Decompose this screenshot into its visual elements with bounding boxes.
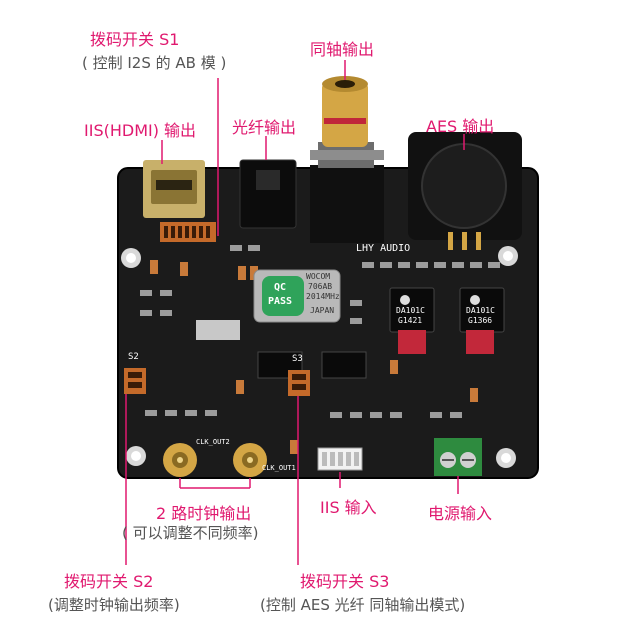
label-s2-desc: (调整时钟输出频率) bbox=[48, 596, 180, 614]
pcb-board bbox=[118, 168, 538, 478]
chip-right-top: DA101C bbox=[466, 306, 495, 315]
qc-text-line2: PASS bbox=[268, 296, 293, 307]
label-power-in: 电源输入 bbox=[428, 504, 493, 523]
label-s3-desc: (控制 AES 光纤 同轴输出模式) bbox=[260, 596, 466, 614]
label-iis-in: IIS 输入 bbox=[320, 498, 377, 517]
optical-connector bbox=[239, 159, 297, 229]
ic-chip-small bbox=[196, 320, 240, 340]
crystal-text-1: WOCOM bbox=[306, 272, 331, 281]
crystal-text-4: JAPAN bbox=[310, 306, 335, 315]
label-iis-hdmi-out: IIS(HDMI) 输出 bbox=[84, 121, 197, 140]
s3-silkscreen: S3 bbox=[292, 354, 303, 364]
label-optical-out: 光纤输出 bbox=[232, 118, 297, 137]
rca-housing bbox=[310, 165, 384, 243]
ic-middle bbox=[321, 351, 367, 379]
chip-left-bottom: G1421 bbox=[398, 316, 423, 325]
leader-lines bbox=[125, 60, 465, 565]
qc-sticker bbox=[262, 276, 304, 316]
clk-out2-silkscreen: CLK_OUT2 bbox=[196, 438, 230, 446]
dip-switch-s3 bbox=[288, 370, 310, 396]
crystal-text-3: 2014MHz bbox=[306, 292, 340, 301]
brand-silkscreen: LHY AUDIO bbox=[356, 243, 411, 254]
clk-out1-silkscreen: CLK_OUT1 bbox=[262, 464, 296, 472]
chip-left-top: DA101C bbox=[396, 306, 425, 315]
label-s1-desc: ( 控制 I2S 的 AB 模 ) bbox=[82, 54, 227, 72]
dip-switch-s2 bbox=[124, 368, 146, 394]
red-capacitor-right bbox=[466, 330, 494, 354]
crystal-text-2: 706AB bbox=[308, 282, 333, 291]
label-aes-out: AES 输出 bbox=[426, 117, 495, 136]
label-s1: 拨码开关 S1 bbox=[90, 30, 180, 49]
label-clock-out: 2 路时钟输出 bbox=[156, 504, 252, 523]
label-coax-out: 同轴输出 bbox=[310, 40, 375, 59]
chip-right-bottom: G1366 bbox=[468, 316, 493, 325]
label-s2: 拨码开关 S2 bbox=[64, 572, 154, 591]
label-clock-desc: ( 可以调整不同频率) bbox=[122, 524, 259, 542]
rca-gold-jack bbox=[322, 82, 368, 147]
s2-silkscreen: S2 bbox=[128, 352, 139, 362]
qc-text-line1: QC bbox=[274, 282, 287, 293]
red-capacitor-left bbox=[398, 330, 426, 354]
label-s3: 拨码开关 S3 bbox=[300, 572, 390, 591]
